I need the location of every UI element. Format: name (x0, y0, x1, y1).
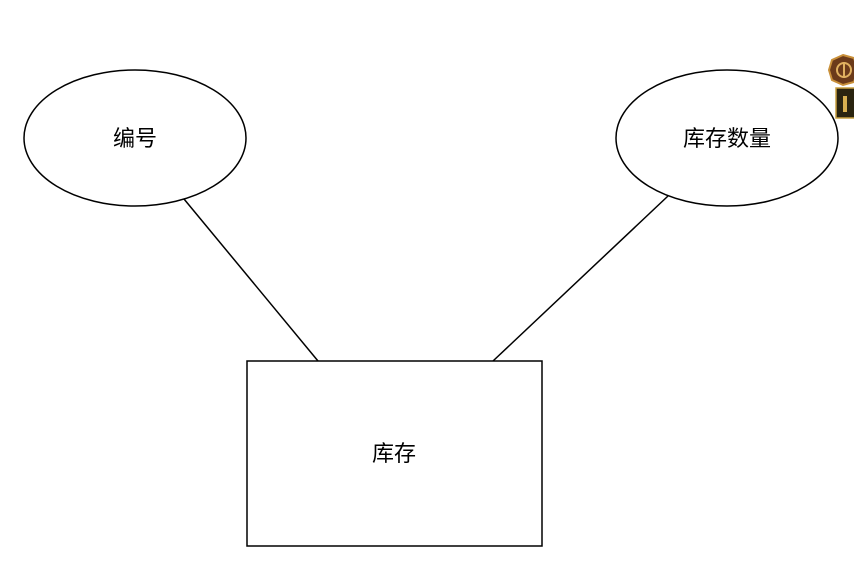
attribute-id-label: 编号 (113, 127, 157, 152)
entity-stock: 库存 (246, 360, 543, 547)
attribute-stock-quantity: 库存数量 (615, 69, 839, 207)
attribute-id: 编号 (23, 69, 247, 207)
connector-quantity-to-entity (492, 195, 669, 362)
attribute-stock-quantity-label: 库存数量 (683, 127, 771, 152)
game-badge-icon (827, 53, 854, 119)
entity-stock-label: 库存 (372, 442, 416, 467)
connector-id-to-entity (183, 198, 319, 362)
